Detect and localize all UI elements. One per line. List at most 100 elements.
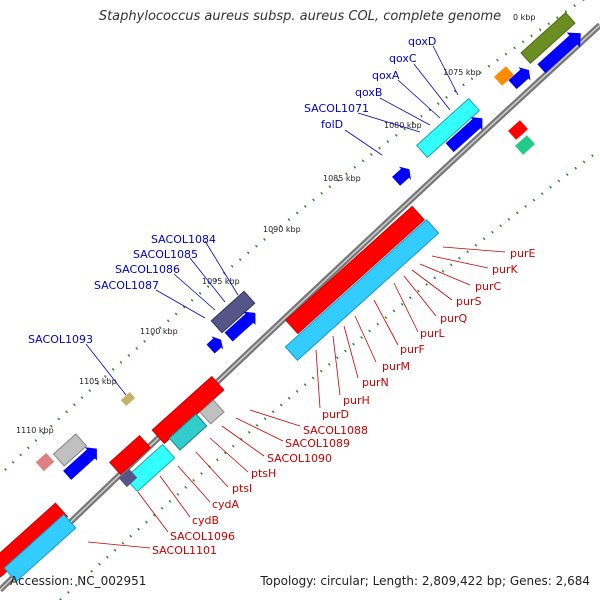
leader-line	[235, 417, 284, 442]
gene-label[interactable]: cydB	[192, 514, 219, 527]
outer-gene-track	[0, 12, 588, 578]
accession-label: Accession: NC_002951	[10, 574, 147, 588]
kbp-labels: 0 kbp 1075 kbp 1080 kbp 1085 kbp 1090 kb…	[16, 13, 535, 435]
gene-arrow[interactable]	[205, 333, 227, 356]
gene-block[interactable]	[508, 120, 528, 140]
outer-tick-track	[4, 0, 585, 471]
gene-block[interactable]	[210, 290, 256, 334]
leader-line	[195, 451, 229, 488]
gene-label[interactable]: purF	[400, 343, 425, 356]
gene-block[interactable]	[520, 12, 576, 64]
gene-label[interactable]: qoxA	[372, 69, 400, 82]
gene-block[interactable]	[284, 219, 440, 361]
leader-line	[209, 437, 249, 473]
leader-line	[403, 275, 437, 317]
gene-label[interactable]: SACOL1090	[267, 452, 332, 465]
gene-label[interactable]: SACOL1089	[285, 437, 350, 450]
gene-block[interactable]	[35, 452, 55, 472]
gene-block[interactable]	[120, 392, 136, 406]
gene-block[interactable]	[415, 97, 481, 159]
gene-label[interactable]: SACOL1086	[115, 263, 180, 276]
gene-label[interactable]: purD	[322, 408, 349, 421]
inner-gene-track	[3, 120, 535, 583]
leader-line	[357, 112, 421, 133]
leader-line	[419, 263, 471, 286]
leader-line	[137, 491, 169, 533]
leader-line	[431, 255, 489, 269]
leader-line	[373, 299, 399, 346]
gene-label[interactable]: qoxC	[389, 52, 417, 65]
kbp-label: 1105 kbp	[79, 377, 117, 386]
gene-label[interactable]: purH	[343, 394, 370, 407]
gene-label[interactable]: SACOL1093	[28, 333, 93, 346]
gene-block[interactable]	[118, 468, 138, 488]
leader-line	[332, 335, 341, 396]
gene-block[interactable]	[515, 135, 535, 155]
leader-line	[159, 475, 191, 518]
gene-label[interactable]: qoxB	[355, 86, 382, 99]
leader-line	[393, 282, 419, 333]
leader-line	[221, 425, 265, 457]
gene-label[interactable]: purM	[382, 360, 410, 373]
gene-block[interactable]	[168, 413, 208, 451]
leader-line	[379, 97, 431, 126]
red-gene-labels: purE purK purC purS purQ purL purF purM …	[87, 246, 535, 557]
leader-line	[85, 343, 127, 396]
kbp-label: 1075 kbp	[443, 68, 481, 77]
leader-line	[87, 541, 151, 549]
genome-info-label: Topology: circular; Length: 2,809,422 bp…	[260, 574, 590, 588]
gene-label[interactable]: SACOL1088	[303, 424, 368, 437]
gene-label[interactable]: SACOL1071	[304, 102, 369, 115]
gene-label[interactable]: SACOL1085	[133, 248, 198, 261]
leader-line	[177, 465, 211, 503]
gene-block[interactable]	[199, 399, 225, 425]
gene-label[interactable]: ptsI	[232, 482, 252, 495]
gene-label[interactable]: purC	[475, 280, 501, 293]
gene-label[interactable]: folD	[321, 118, 343, 131]
gene-label[interactable]: purE	[510, 247, 535, 260]
leader-line	[343, 325, 359, 379]
gene-arrow[interactable]	[535, 26, 588, 76]
leader-line	[189, 257, 226, 303]
gene-block[interactable]	[124, 443, 176, 493]
gene-arrow[interactable]	[223, 306, 262, 343]
gene-label[interactable]: SACOL1101	[152, 544, 217, 557]
gene-block[interactable]	[285, 205, 425, 335]
gene-label[interactable]: purS	[456, 295, 481, 308]
gene-label[interactable]: SACOL1096	[170, 530, 235, 543]
leader-line	[315, 349, 321, 409]
leader-line	[249, 409, 301, 427]
leader-line	[354, 315, 377, 363]
leader-line	[442, 246, 506, 253]
gene-block[interactable]	[3, 513, 77, 583]
map-title: Staphylococcus aureus subsp. aureus COL,…	[98, 9, 502, 24]
gene-label[interactable]: purK	[492, 263, 518, 276]
gene-label[interactable]: purQ	[440, 312, 467, 325]
leader-line	[397, 79, 441, 119]
gene-label[interactable]: purN	[362, 376, 389, 389]
gene-arrow[interactable]	[61, 442, 103, 482]
blue-gene-labels: qoxD qoxC qoxA qoxB SACOL1071 folD SACOL…	[28, 35, 459, 396]
gene-label[interactable]: purL	[420, 327, 445, 340]
gene-arrow[interactable]	[507, 63, 535, 91]
gene-label[interactable]: SACOL1084	[151, 233, 216, 246]
gene-block[interactable]	[494, 66, 514, 86]
gene-label[interactable]: cydA	[212, 498, 240, 511]
leader-line	[344, 129, 383, 156]
gene-arrow[interactable]	[390, 163, 415, 188]
gene-label[interactable]: SACOL1087	[94, 279, 159, 292]
genome-backbone-highlight	[0, 24, 600, 591]
kbp-label: 1100 kbp	[140, 327, 178, 336]
leader-line	[432, 45, 459, 96]
gene-label[interactable]: ptsH	[251, 467, 276, 480]
gene-block[interactable]	[52, 433, 88, 467]
gene-label[interactable]: qoxD	[408, 35, 436, 48]
gene-block[interactable]	[109, 434, 151, 476]
kbp-label: 1095 kbp	[202, 277, 240, 286]
inner-tick-track	[59, 148, 600, 600]
gene-arrow[interactable]	[444, 112, 489, 155]
leader-line	[204, 240, 239, 296]
kbp-label: 1080 kbp	[384, 121, 422, 130]
kbp-label: 1090 kbp	[263, 225, 301, 234]
leader-line	[413, 63, 451, 111]
